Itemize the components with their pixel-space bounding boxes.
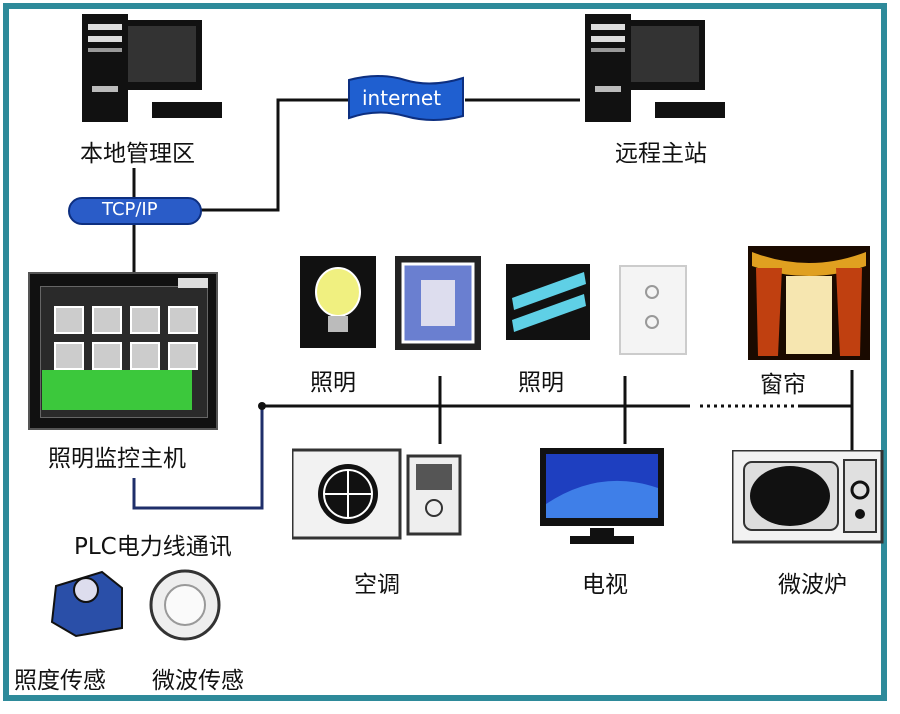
touch-switch-icon xyxy=(619,265,687,355)
lighting-host-label: 照明监控主机 xyxy=(48,446,186,472)
host-button[interactable] xyxy=(168,342,198,370)
plc-link-line xyxy=(132,406,264,510)
fluorescent-tube-icon xyxy=(506,264,590,340)
host-button[interactable] xyxy=(92,306,122,334)
curtain-label: 窗帘 xyxy=(760,372,806,398)
remote-computer-icon xyxy=(585,14,725,122)
remote-station-label: 远程主站 xyxy=(615,141,707,167)
internet-banner xyxy=(348,75,464,121)
light-bulb-icon xyxy=(300,256,376,348)
illuminance-sensor-label: 照度传感 xyxy=(14,668,106,694)
tcpip-badge xyxy=(68,197,202,225)
host-button[interactable] xyxy=(54,342,84,370)
tcpip-label: TCP/IP xyxy=(102,199,158,220)
microwave-sensor-label: 微波传感 xyxy=(152,668,244,694)
microwave-label: 微波炉 xyxy=(778,572,847,598)
host-button[interactable] xyxy=(130,342,160,370)
tv-icon xyxy=(540,448,664,544)
host-button[interactable] xyxy=(92,342,122,370)
tcpip-to-internet-line xyxy=(200,98,350,212)
tv-label: 电视 xyxy=(582,572,628,598)
host-button[interactable] xyxy=(168,306,198,334)
host-button-grid xyxy=(54,306,198,370)
microwave-sensor-icon xyxy=(149,569,221,641)
aircon-icon xyxy=(292,448,462,540)
host-logo xyxy=(178,278,208,288)
illuminance-sensor-icon xyxy=(50,570,123,638)
plc-label: PLC电力线通讯 xyxy=(74,534,232,560)
wall-switch-icon xyxy=(395,256,481,350)
local-computer-icon xyxy=(82,14,222,122)
host-green-band xyxy=(42,370,192,410)
aircon-label: 空调 xyxy=(354,572,400,598)
internet-label: internet xyxy=(362,86,442,110)
curtain-icon xyxy=(748,246,870,360)
lighting-host-panel xyxy=(28,272,218,430)
microwave-icon xyxy=(732,450,884,544)
bus-junction xyxy=(258,402,266,410)
lighting-label-1: 照明 xyxy=(310,370,356,396)
lighting-label-2: 照明 xyxy=(518,370,564,396)
host-button[interactable] xyxy=(54,306,84,334)
local-admin-label: 本地管理区 xyxy=(80,141,195,167)
host-button[interactable] xyxy=(130,306,160,334)
